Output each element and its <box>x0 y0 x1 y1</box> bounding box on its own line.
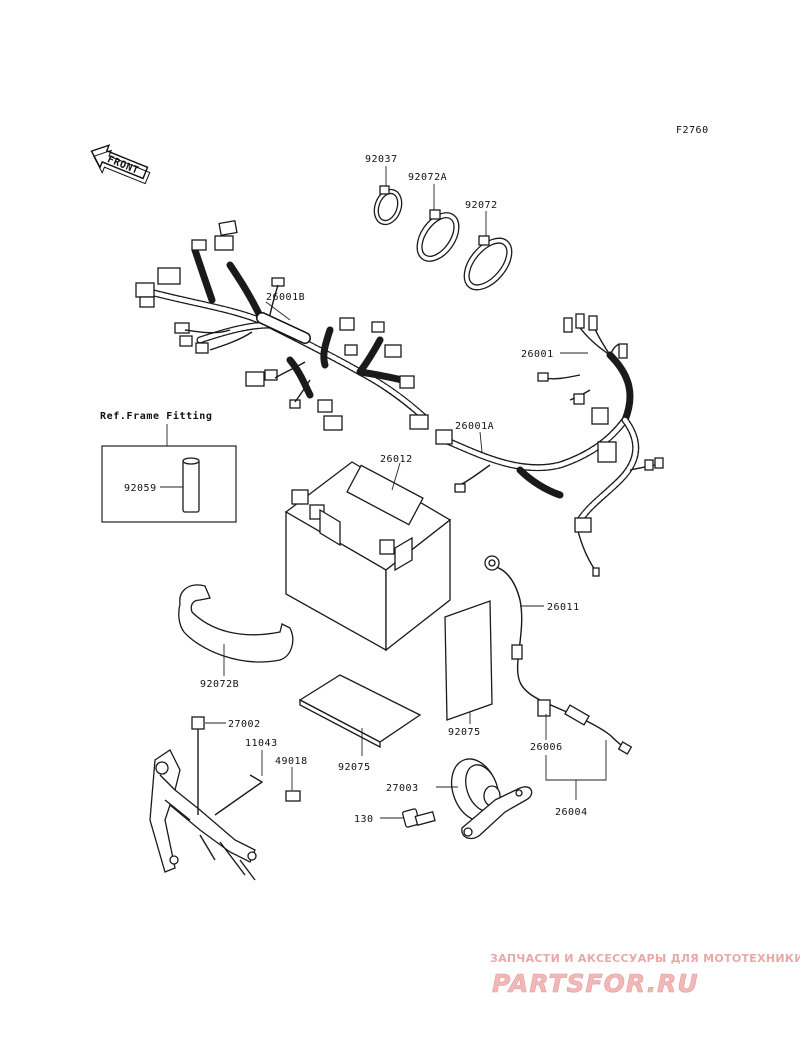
band-92037 <box>373 166 403 226</box>
watermark-brand: PARTSFOR.RU <box>492 969 699 998</box>
label-26001A: 26001A <box>455 421 494 432</box>
band-92072A <box>416 184 460 262</box>
battery-26012 <box>284 461 452 652</box>
front-arrow-icon: FRONT <box>90 144 151 185</box>
label-92075-upright: 92075 <box>448 727 481 738</box>
pad-92075-flat <box>298 674 422 749</box>
sub-harness-26001 <box>435 313 664 577</box>
label-26001B: 26001B <box>266 292 305 303</box>
label-26012: 26012 <box>380 454 413 465</box>
label-92059: 92059 <box>124 483 157 494</box>
ref-frame-box <box>101 445 237 523</box>
battery-cable-26011 <box>484 555 633 755</box>
figure-code: F2760 <box>676 125 709 136</box>
main-harness-26001B <box>135 219 429 431</box>
label-92075-flat: 92075 <box>338 762 371 773</box>
label-130: 130 <box>354 814 374 825</box>
label-27003: 27003 <box>386 783 419 794</box>
label-26001: 26001 <box>521 349 554 360</box>
label-26011: 26011 <box>547 602 580 613</box>
label-27002: 27002 <box>228 719 261 730</box>
label-92072B: 92072B <box>200 679 239 690</box>
label-49018: 49018 <box>275 756 308 767</box>
spacer-92059 <box>182 457 200 513</box>
bolt-130 <box>401 808 436 828</box>
pad-92075-upright <box>444 600 493 721</box>
label-92072: 92072 <box>465 200 498 211</box>
ref-box-title: Ref.Frame Fitting <box>100 410 213 422</box>
battery-band-92072B <box>178 584 294 663</box>
label-26006: 26006 <box>530 742 563 753</box>
label-92072A: 92072A <box>408 172 447 183</box>
label-92037: 92037 <box>365 154 398 165</box>
label-11043: 11043 <box>245 738 278 749</box>
label-26004: 26004 <box>555 807 588 818</box>
band-92072 <box>463 211 513 291</box>
watermark-tagline: ЗАПЧАСТИ И АКСЕССУАРЫ ДЛЯ МОТОТЕХНИКИ <box>490 952 800 965</box>
frame-fitting <box>149 716 301 881</box>
horn-27003 <box>450 758 533 840</box>
